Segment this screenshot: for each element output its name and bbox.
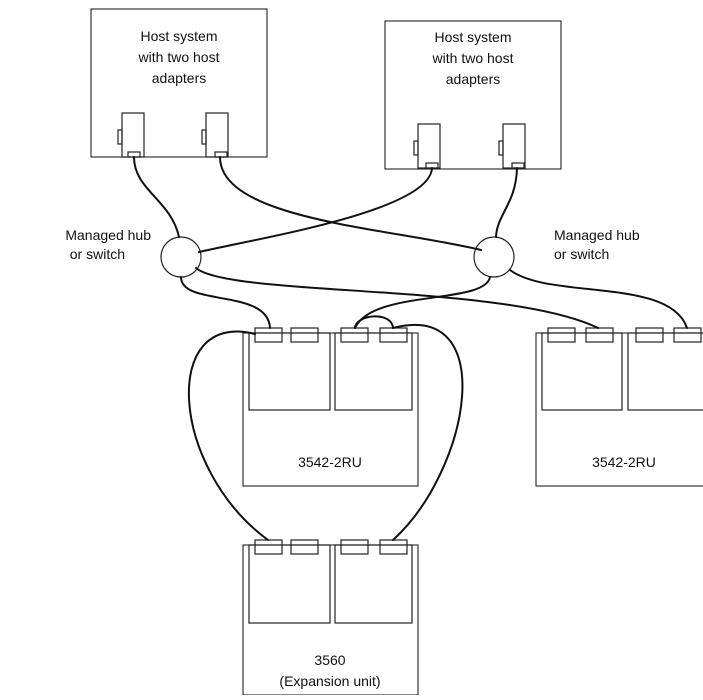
host-system-left-box [90, 8, 268, 158]
cable-host-right-to-hub-left [198, 167, 433, 253]
hub-right: Managed hub or switch [473, 227, 640, 278]
storage-unit-left-label: 3542-2RU [298, 454, 362, 470]
cable-storage-left-to-expansion-right [392, 324, 464, 541]
controller-left-b [334, 332, 413, 411]
expansion-unit: 3560 (Expansion unit) [242, 539, 419, 696]
host-system-left-title: Host system [140, 28, 217, 44]
expansion-controller-b [334, 544, 413, 624]
cable-hub-right-to-storage-right-b [509, 269, 688, 329]
hub-icon [160, 236, 202, 278]
host-system-right-subtitle-1: with two host [432, 50, 514, 66]
cable-set [133, 156, 688, 541]
controller-right-a [541, 332, 623, 411]
cable-hub-left-to-storage-right [195, 267, 599, 329]
storage-unit-right: 3542-2RU [535, 327, 703, 487]
port-icon [547, 327, 576, 343]
hub-left-label-2: or switch [70, 246, 125, 262]
storage-unit-left: 3542-2RU [242, 327, 419, 487]
controller-left-a [248, 332, 331, 411]
port-icon [635, 327, 664, 343]
expansion-controller-a [248, 544, 331, 624]
host-system-right-title: Host system [434, 29, 511, 45]
host-system-right: Host system with two host adapters [384, 20, 562, 170]
controller-right-b [627, 332, 703, 411]
port-icon [585, 327, 614, 343]
cable-storage-left-to-expansion-left [187, 330, 269, 541]
cable-host-left-to-hub-left [133, 156, 180, 238]
port-icon [290, 327, 319, 343]
cable-storage-left-internal [354, 315, 394, 329]
host-system-left-subtitle-2: adapters [152, 70, 206, 86]
host-system-right-subtitle-2: adapters [446, 71, 500, 87]
port-icon [290, 539, 319, 555]
expansion-unit-label-1: 3560 [314, 652, 345, 668]
hub-left-label-1: Managed hub [65, 227, 151, 243]
hub-right-label-2: or switch [554, 246, 609, 262]
hub-icon [473, 236, 515, 278]
cable-hub-left-to-storage-left [180, 276, 271, 329]
cable-host-left-to-hub-right [219, 156, 482, 251]
host-system-left-subtitle-1: with two host [138, 49, 220, 65]
host-system-left: Host system with two host adapters [90, 8, 268, 158]
expansion-unit-label-2: (Expansion unit) [279, 673, 380, 689]
cable-hub-right-to-storage-left [354, 276, 491, 329]
cable-host-right-to-hub-right [495, 167, 518, 238]
port-icon [340, 539, 369, 555]
hub-left: Managed hub or switch [65, 227, 202, 278]
storage-unit-right-label: 3542-2RU [592, 454, 656, 470]
hub-right-label-1: Managed hub [554, 227, 640, 243]
